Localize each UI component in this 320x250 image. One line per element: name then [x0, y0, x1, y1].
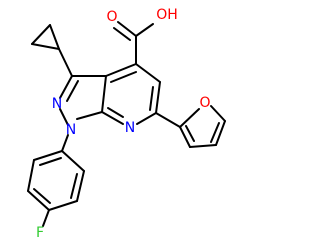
bond-c5-c6	[155, 81, 161, 114]
bond-c3a-c4	[105, 63, 137, 77]
furan-oxygen-label: O	[199, 95, 210, 111]
bond-n2-n1	[59, 108, 69, 126]
pyridine-n-label: N	[125, 120, 135, 136]
bond-carboxyl-o	[117, 21, 137, 37]
bond-c3-n2-double	[66, 80, 79, 102]
pyrazole-n1-label: N	[66, 122, 76, 138]
bond-n1-phenyl	[61, 134, 69, 152]
bond-c7a-c3a	[101, 75, 107, 113]
bond-phenyl-5	[27, 159, 35, 192]
bond-n1-c7a	[76, 111, 103, 120]
bond-furan-o-c5	[210, 105, 226, 122]
bond-c5-c6-double	[149, 86, 154, 111]
bond-c3a-c4-double	[110, 71, 137, 83]
bond-n7-c7a-double	[107, 107, 124, 118]
hydroxyl-label: OH	[156, 7, 178, 23]
bond-furan-c4-c3	[189, 144, 217, 148]
bond-furan-c5-c4	[215, 120, 226, 146]
bond-c-f	[42, 209, 50, 227]
bond-c6-n7	[136, 112, 157, 125]
bond-cyclopropyl-attach	[58, 48, 73, 77]
bonds	[27, 21, 226, 227]
carbonyl-oxygen-label: O	[106, 9, 117, 25]
bond-phenyl-2	[76, 170, 85, 202]
molecule-structure: OH O O N N N F	[27, 7, 226, 241]
bond-n7-c7a	[101, 111, 124, 125]
bond-carboxyl-oh	[135, 23, 154, 37]
bond-furan-c3-c2-double	[185, 125, 195, 142]
bond-furan-c5-c4-double	[210, 122, 220, 143]
bond-phenyl-3	[48, 200, 78, 211]
bond-carboxyl-o-double	[113, 27, 131, 41]
bond-phenyl-6	[33, 150, 63, 161]
bond-c4-c5	[135, 63, 161, 83]
bond-phenyl-4	[27, 190, 50, 211]
bond-furan-c3-c2	[179, 126, 191, 148]
bond-phenyl-1	[61, 150, 85, 172]
fluorine-label: F	[36, 225, 44, 241]
bond-phenyl-4-double	[33, 188, 51, 204]
bond-cyclopropyl-b	[49, 24, 60, 50]
bond-phenyl-6-double	[39, 157, 62, 166]
bond-cyclopropyl-a	[31, 24, 51, 45]
bond-c3-n2	[59, 75, 73, 99]
bond-furan-c2-o	[179, 108, 200, 128]
bond-phenyl-2-double	[70, 173, 78, 199]
bond-cyclopropyl-c	[31, 43, 60, 50]
atom-labels: OH O O N N N F	[36, 7, 211, 241]
pyrazole-n2-label: N	[52, 96, 62, 112]
bond-c6-furan	[155, 112, 181, 128]
